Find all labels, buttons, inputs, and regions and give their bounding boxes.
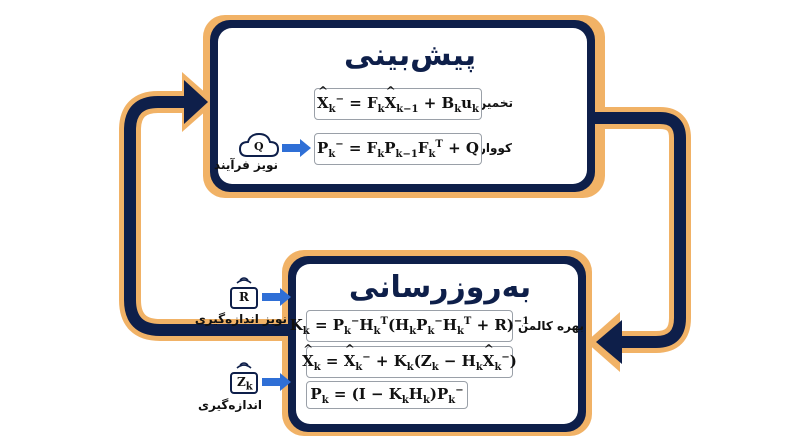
predict-title: پیش‌بینی [343, 38, 477, 73]
left-arrow [124, 96, 290, 336]
measurement-label: اندازه‌گیری [198, 398, 262, 412]
measurement-noise-symbol: R [239, 290, 249, 304]
sensor-icon [230, 277, 258, 309]
sensor-icon [230, 362, 258, 394]
measurement-symbol-sub: k [245, 381, 253, 393]
kalman-gain-equation: Kk = Pk−HkT(HkPk−HkT + R)−1 [290, 310, 529, 342]
measurement-arrow [262, 373, 291, 391]
covariance-prediction-equation: Pk− = FkPk−1FkT + Q [314, 133, 482, 165]
process-noise-symbol: Q [254, 140, 264, 153]
measurement-symbol: Zk [237, 375, 253, 392]
kalman-gain-label: بهره کالمن [518, 319, 584, 333]
right-arrow [590, 112, 686, 348]
update-title: به‌روزرسانی [348, 270, 532, 305]
state-update-equation: Xk = Xk− + Kk(Zk − HkXk−) [302, 342, 517, 378]
process-noise-label: نویز فرآیند [214, 158, 278, 172]
state-prediction-equation: Xk− = FkXk−1 + Bkuk [314, 84, 482, 120]
measurement-noise-arrow [262, 288, 291, 306]
cloud-icon [238, 132, 280, 157]
right-arrowhead [596, 320, 622, 364]
process-noise-arrow [282, 139, 311, 157]
left-arrowhead [184, 80, 208, 124]
covariance-update-equation: Pk = (I − KkHk)Pk− [306, 381, 468, 409]
measurement-noise-label: نویز اندازه‌گیری [194, 312, 287, 326]
measurement-symbol-letter: Z [237, 375, 246, 389]
